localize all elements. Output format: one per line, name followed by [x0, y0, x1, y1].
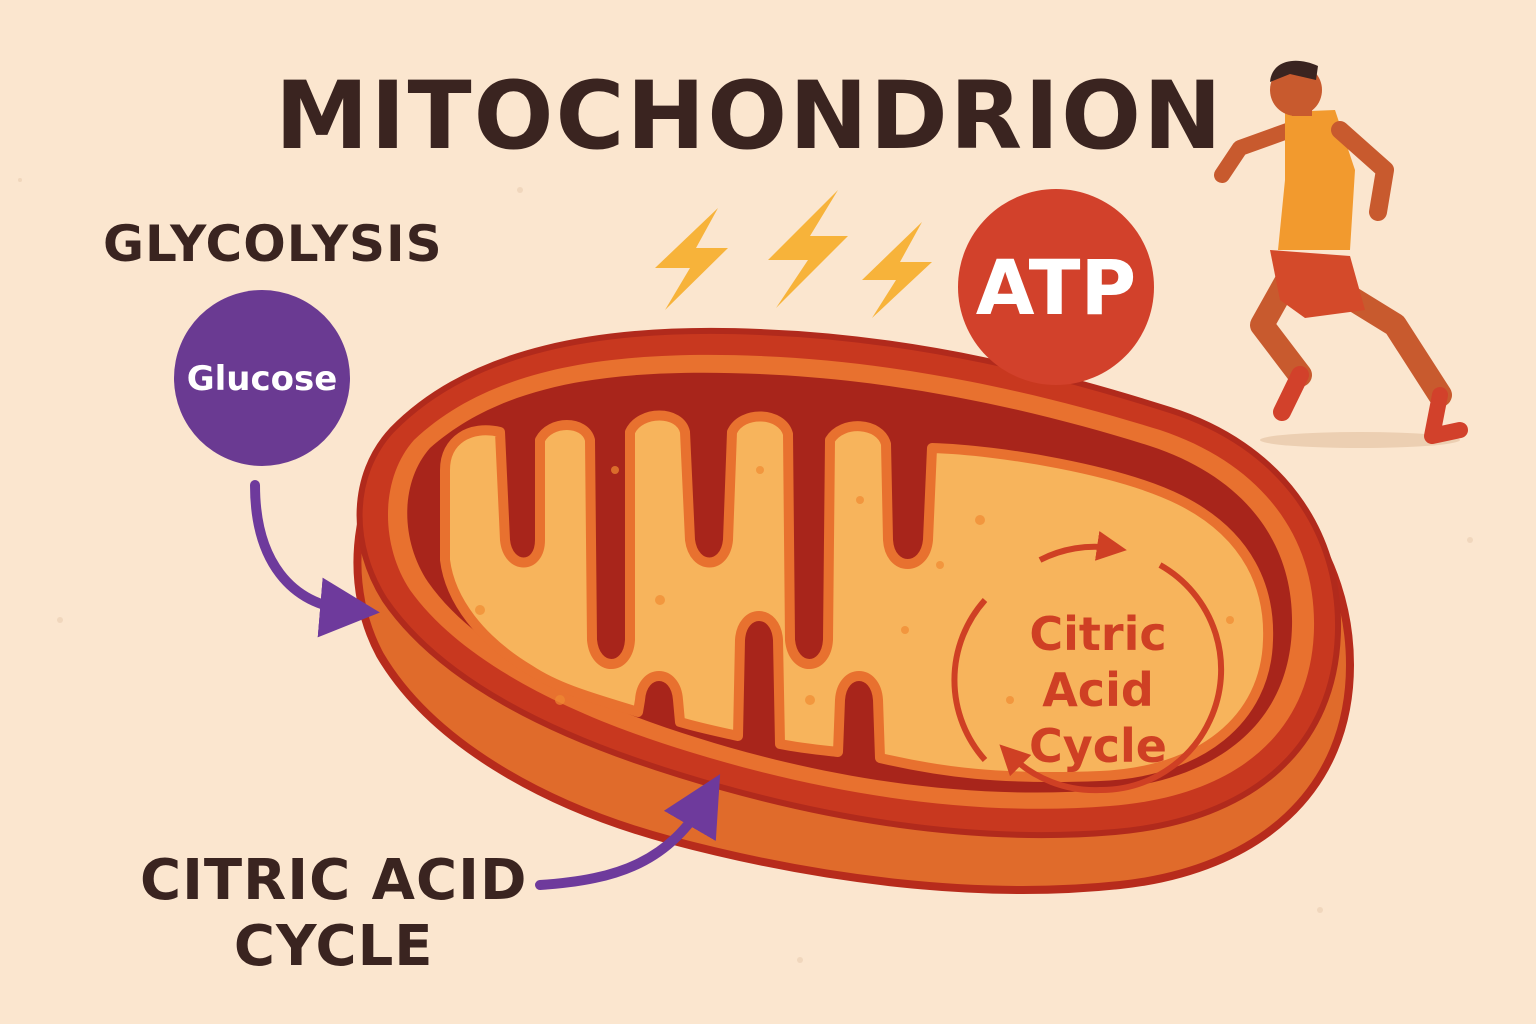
atp-circle: [958, 189, 1154, 385]
citric-acid-cycle-label: CITRIC ACID CYCLE: [140, 848, 527, 980]
lightning-bolt-icon: [655, 208, 728, 310]
glucose-arrow: [250, 480, 380, 638]
atp-label: ATP: [976, 243, 1136, 332]
page-title: MITOCHONDRION: [275, 62, 1224, 171]
citric-acid-cycle-label-line-2: CYCLE: [233, 914, 434, 979]
matrix-cristae: [440, 410, 1274, 783]
glucose-node: Glucose: [174, 290, 350, 466]
cycle-arrows-icon: [951, 531, 1225, 794]
citric-acid-cycle-arrow: [535, 774, 721, 890]
lightning-bolt-icon: [768, 190, 848, 308]
runner-figure: [1214, 60, 1468, 448]
glycolysis-label: GLYCOLYSIS: [103, 215, 443, 273]
mitochondrion: [353, 327, 1355, 894]
citric-acid-cycle-label-line-1: CITRIC ACID: [140, 848, 528, 913]
runner-shadow: [1260, 432, 1460, 448]
lightning-bolt-icon: [862, 222, 932, 318]
glucose-label: Glucose: [187, 359, 338, 399]
energy-bolts: [655, 190, 932, 318]
matrix-granules: [475, 466, 1234, 705]
glucose-circle: [174, 290, 350, 466]
background-speckles: [18, 178, 1473, 963]
atp-node: ATP: [958, 189, 1154, 385]
